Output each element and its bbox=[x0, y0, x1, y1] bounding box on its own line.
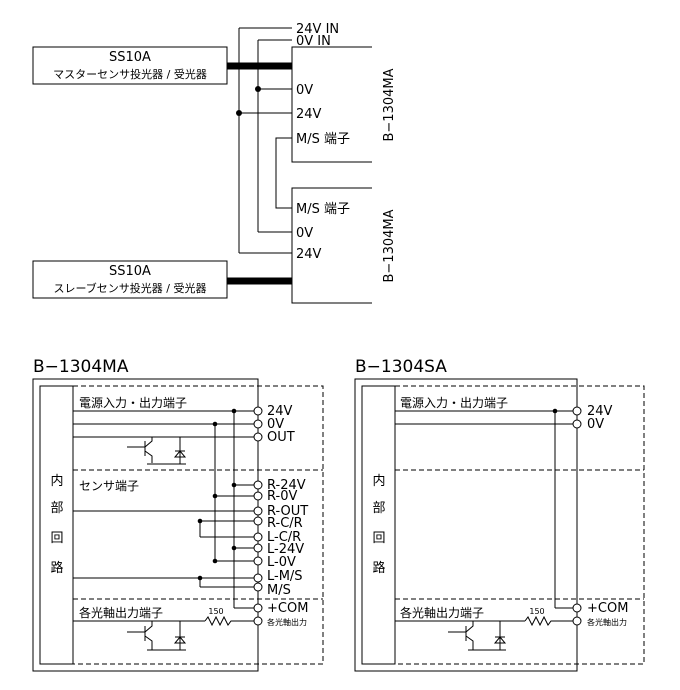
terminal-label: 24V bbox=[267, 404, 293, 419]
left-terminal-block-outline bbox=[73, 385, 324, 665]
terminal-0v[interactable] bbox=[572, 419, 582, 429]
terminal-l-ms[interactable] bbox=[253, 573, 263, 583]
internal-label-char: 内 bbox=[50, 473, 63, 489]
terminal-r-24v[interactable] bbox=[253, 480, 263, 490]
terminal-l-0v[interactable] bbox=[253, 556, 263, 566]
internal-label-char: 路 bbox=[372, 560, 385, 576]
diode-symbol bbox=[173, 437, 187, 464]
supply-0v-label: 0V IN bbox=[296, 34, 331, 49]
terminal-l-24v[interactable] bbox=[253, 543, 263, 553]
terminal-label: M/S bbox=[267, 583, 291, 598]
resistor-value: 150 bbox=[208, 607, 223, 616]
slave-sensor-model: SS10A bbox=[109, 264, 151, 279]
left-terminal-diagram: B−1304MA 内 部 回 路 電源入力・出力端子 センサ端子 各光軸出力端子 bbox=[32, 357, 324, 672]
slave-unit-model: B−1304MA bbox=[382, 209, 397, 282]
junction-dot bbox=[236, 110, 242, 116]
terminal-label: 0V bbox=[267, 417, 284, 432]
slave-unit-box bbox=[291, 187, 372, 304]
resistor-value: 150 bbox=[529, 607, 544, 616]
terminal-label: L-C/R bbox=[267, 530, 301, 545]
internal-label-char: 回 bbox=[50, 531, 63, 546]
terminal-label: L-24V bbox=[267, 542, 304, 557]
terminal-0v[interactable] bbox=[253, 419, 263, 429]
terminal-axis-out[interactable] bbox=[253, 616, 263, 626]
left-axis-section-label: 各光軸出力端子 bbox=[79, 605, 163, 620]
terminal-label: R-C/R bbox=[267, 516, 303, 531]
terminal-24v[interactable] bbox=[253, 406, 263, 416]
slave-terminal-0v: 0V bbox=[296, 226, 313, 241]
internal-label-char: 内 bbox=[372, 473, 385, 489]
internal-label-char: 路 bbox=[50, 560, 63, 576]
diode-symbol bbox=[493, 621, 507, 650]
right-outer-box bbox=[354, 378, 578, 672]
diode-symbol bbox=[173, 621, 187, 650]
internal-label-char: 部 bbox=[50, 501, 63, 516]
left-sensor-section-label: センサ端子 bbox=[79, 479, 139, 493]
terminal-label: +COM bbox=[267, 601, 308, 616]
transistor-symbol bbox=[127, 621, 153, 650]
right-terminals bbox=[572, 406, 582, 626]
ms-link-wire bbox=[275, 137, 292, 209]
terminal-ms[interactable] bbox=[253, 582, 263, 592]
slave-terminal-24v: 24V bbox=[296, 247, 322, 262]
terminal-com[interactable] bbox=[572, 603, 582, 613]
slave-terminal-ms: M/S 端子 bbox=[296, 202, 350, 217]
terminal-r-0v[interactable] bbox=[253, 491, 263, 501]
resistor-symbol bbox=[204, 615, 258, 627]
master-sensor-desc: マスターセンサ投光器 / 受光器 bbox=[53, 67, 207, 81]
right-internal-circuit-box bbox=[361, 385, 396, 665]
terminal-label: L-0V bbox=[267, 555, 296, 570]
right-terminal-block-outline bbox=[395, 385, 645, 665]
master-unit-model: B−1304MA bbox=[382, 68, 397, 141]
internal-label-char: 部 bbox=[372, 501, 385, 516]
internal-label-char: 回 bbox=[372, 531, 385, 546]
terminal-label: 各光軸出力 bbox=[267, 617, 307, 627]
terminal-out[interactable] bbox=[253, 432, 263, 442]
right-axis-section-label: 各光軸出力端子 bbox=[400, 605, 484, 620]
terminal-r-out[interactable] bbox=[253, 506, 263, 516]
terminal-label: 24V bbox=[587, 404, 613, 419]
master-terminal-ms: M/S 端子 bbox=[296, 132, 350, 147]
resistor-symbol bbox=[524, 615, 577, 627]
transistor-symbol bbox=[448, 621, 474, 650]
terminal-24v[interactable] bbox=[572, 406, 582, 416]
top-wiring-diagram: SS10A マスターセンサ投光器 / 受光器 SS10A スレーブセンサ投光器 … bbox=[32, 22, 397, 304]
master-terminal-24v: 24V bbox=[296, 107, 322, 122]
terminal-label: R-OUT bbox=[267, 504, 308, 519]
terminal-com[interactable] bbox=[253, 603, 263, 613]
terminal-l-cr[interactable] bbox=[253, 532, 263, 542]
terminal-axis-out[interactable] bbox=[572, 616, 582, 626]
right-power-section-label: 電源入力・出力端子 bbox=[400, 396, 508, 410]
master-sensor-model: SS10A bbox=[109, 50, 151, 65]
terminal-label: L-M/S bbox=[267, 569, 303, 584]
terminal-label: 0V bbox=[587, 417, 604, 432]
right-diagram-title: B−1304SA bbox=[355, 357, 447, 377]
master-unit-box bbox=[291, 46, 372, 163]
left-diagram-title: B−1304MA bbox=[33, 357, 129, 377]
left-power-section-label: 電源入力・出力端子 bbox=[79, 396, 187, 410]
terminal-r-cr[interactable] bbox=[253, 516, 263, 526]
terminal-label: +COM bbox=[587, 601, 628, 616]
master-terminal-0v: 0V bbox=[296, 83, 313, 98]
left-internal-circuit-box bbox=[39, 385, 74, 665]
terminal-label: R-0V bbox=[267, 489, 297, 504]
transistor-symbol bbox=[127, 437, 153, 463]
terminal-label: R-24V bbox=[267, 478, 306, 493]
left-terminals bbox=[253, 406, 263, 626]
terminal-label: 各光軸出力 bbox=[587, 617, 627, 627]
right-terminal-diagram: B−1304SA 内 部 回 路 電源入力・出力端子 各光軸出力端子 150 bbox=[354, 357, 645, 672]
slave-sensor-desc: スレーブセンサ投光器 / 受光器 bbox=[53, 281, 206, 295]
terminal-label: OUT bbox=[267, 430, 295, 445]
junction-dot bbox=[255, 86, 261, 92]
supply-24v-label: 24V IN bbox=[296, 22, 339, 37]
